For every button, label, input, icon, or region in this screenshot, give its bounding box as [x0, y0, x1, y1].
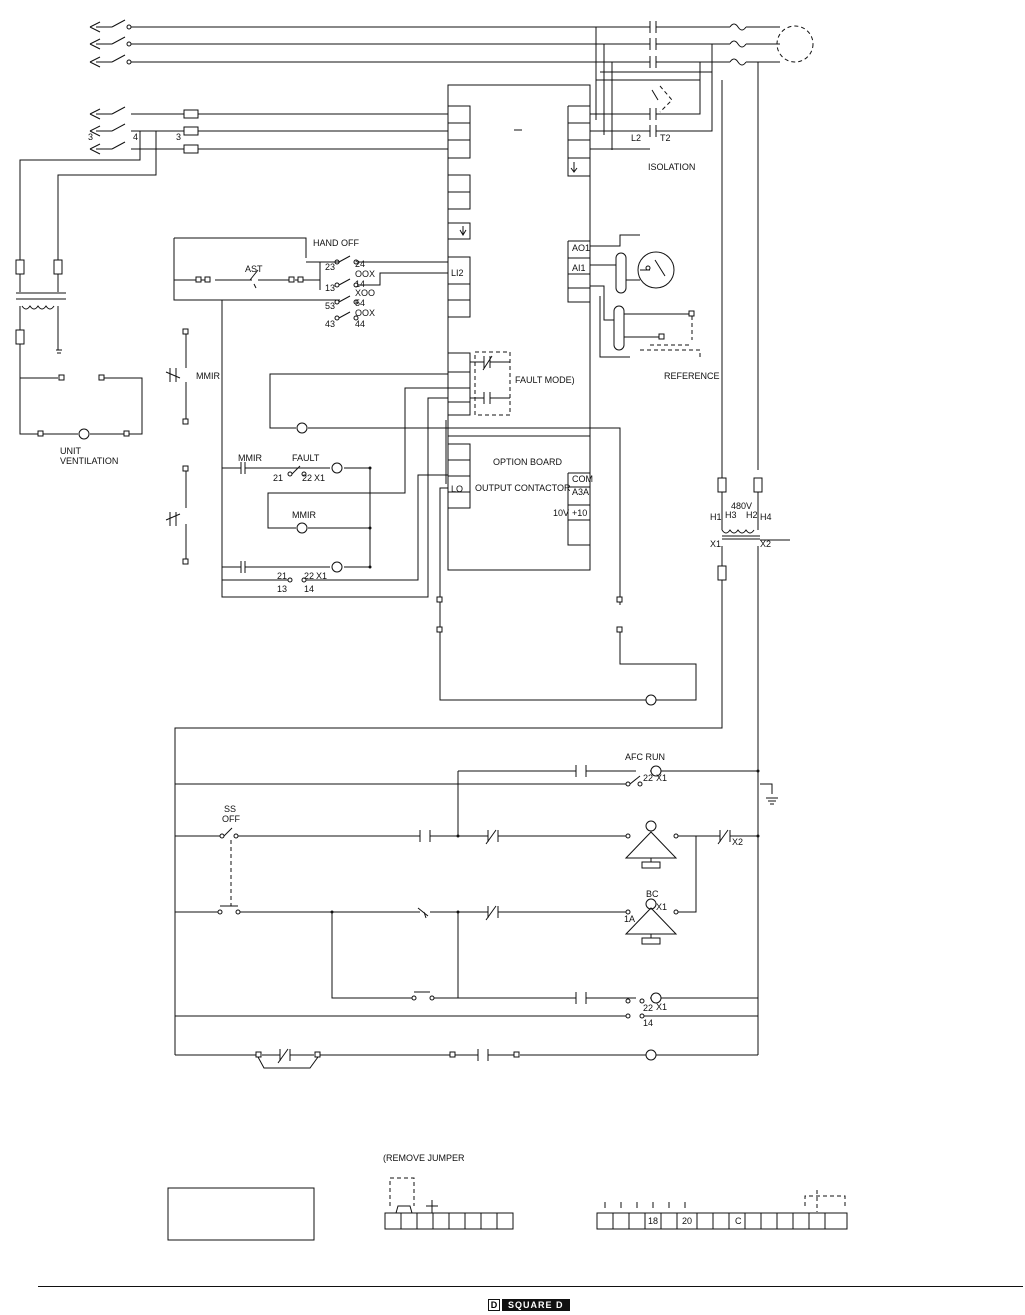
label-3b: 3	[176, 132, 181, 142]
label-terminal-18: 18	[648, 1216, 658, 1226]
label-10v: 10V	[553, 508, 569, 518]
label-mmir-1: MMIR	[196, 371, 220, 381]
label-h3: H3	[725, 510, 737, 520]
label-1a: 1A	[624, 914, 635, 924]
hand-off-selector	[173, 237, 448, 321]
label-com: COM	[572, 474, 593, 484]
output-contactor-wiring	[436, 420, 697, 706]
label-x1a: X1	[314, 473, 325, 483]
label-x1e: X1	[656, 1002, 667, 1012]
label-isolation: ISOLATION	[648, 162, 695, 172]
label-14a: 14	[355, 279, 365, 289]
label-13a: 13	[325, 283, 335, 293]
terminal-strips	[167, 1177, 848, 1241]
label-t2: T2	[660, 133, 671, 143]
label-23: 23	[325, 262, 335, 272]
label-22d: 22	[643, 1003, 653, 1013]
label-13b: 13	[277, 584, 287, 594]
footer-rule	[38, 1286, 1023, 1287]
lower-control-ladder	[175, 765, 778, 1069]
label-x1c: X1	[656, 773, 667, 783]
label-li2: LI2	[451, 268, 464, 278]
label-54: 54	[355, 298, 365, 308]
control-transformer	[174, 80, 790, 1055]
label-21b: 21	[277, 571, 287, 581]
label-ss: SS	[224, 804, 236, 814]
label-x2-transformer: X2	[760, 539, 771, 549]
diagram-labels: 3 4 3 L2 T2 ISOLATION HAND OFF AST 23 24…	[60, 132, 772, 1226]
label-reference: REFERENCE	[664, 371, 720, 381]
logo-text: SQUARE D	[502, 1299, 570, 1311]
label-mmir-2: MMIR	[238, 453, 262, 463]
label-terminal-20: 20	[682, 1216, 692, 1226]
logo-mark: D	[488, 1299, 500, 1311]
label-22c: 22	[643, 773, 653, 783]
label-a3a: A3A	[572, 487, 589, 497]
label-xoo: XOO	[355, 288, 375, 298]
label-x1d: X1	[656, 902, 667, 912]
drive-controller	[447, 84, 591, 571]
label-4: 4	[133, 132, 138, 142]
main-power-lines	[89, 19, 814, 470]
label-option-board: OPTION BOARD	[493, 457, 563, 467]
label-ai1: AI1	[572, 263, 586, 273]
label-24: 24	[355, 259, 365, 269]
isolation-contactor	[590, 72, 713, 150]
label-fault-mode: FAULT MODE)	[515, 375, 575, 385]
label-oox-1: OOX	[355, 269, 375, 279]
fault-mode-block	[269, 351, 621, 605]
label-fault: FAULT	[292, 453, 320, 463]
label-3: 3	[88, 132, 93, 142]
label-14b: 14	[304, 584, 314, 594]
label-22a: 22	[302, 473, 312, 483]
label-ss-off: OFF	[222, 814, 240, 824]
label-mmir-3: MMIR	[292, 510, 316, 520]
label-44: 44	[355, 319, 365, 329]
label-h1: H1	[710, 512, 722, 522]
label-22b: 22	[304, 571, 314, 581]
label-ao1: AO1	[572, 243, 590, 253]
fault-relay-group	[221, 300, 448, 598]
label-unit: UNIT	[60, 446, 81, 456]
label-lo: LO	[451, 484, 463, 494]
label-terminal-c: C	[735, 1216, 742, 1226]
label-x1b: X1	[316, 571, 327, 581]
label-l2: L2	[631, 133, 641, 143]
label-43: 43	[325, 319, 335, 329]
label-21a: 21	[273, 473, 283, 483]
label-x2b: X2	[732, 837, 743, 847]
label-480v: 480V	[731, 501, 752, 511]
label-remove-jumper: (REMOVE JUMPER	[383, 1153, 465, 1163]
label-off: OFF	[341, 238, 359, 248]
label-oox-2: OOX	[355, 308, 375, 318]
square-d-logo: D SQUARE D	[488, 1298, 570, 1312]
label-ast: AST	[245, 264, 263, 274]
label-h4: H4	[760, 512, 772, 522]
label-output-contactor: OUTPUT CONTACTOR	[475, 483, 571, 493]
label-bc: BC	[646, 889, 659, 899]
label-hand: HAND	[313, 238, 339, 248]
label-x1-transformer: X1	[710, 539, 721, 549]
control-supply-lines	[15, 106, 448, 440]
label-53: 53	[325, 301, 335, 311]
label-afc-run: AFC RUN	[625, 752, 665, 762]
label-h2: H2	[746, 510, 758, 520]
analog-outputs-pot	[590, 234, 701, 358]
label-plus10: +10	[572, 508, 587, 518]
label-14c: 14	[643, 1018, 653, 1028]
label-ventilation: VENTILATION	[60, 456, 118, 466]
mmir-left-coil	[165, 328, 189, 565]
